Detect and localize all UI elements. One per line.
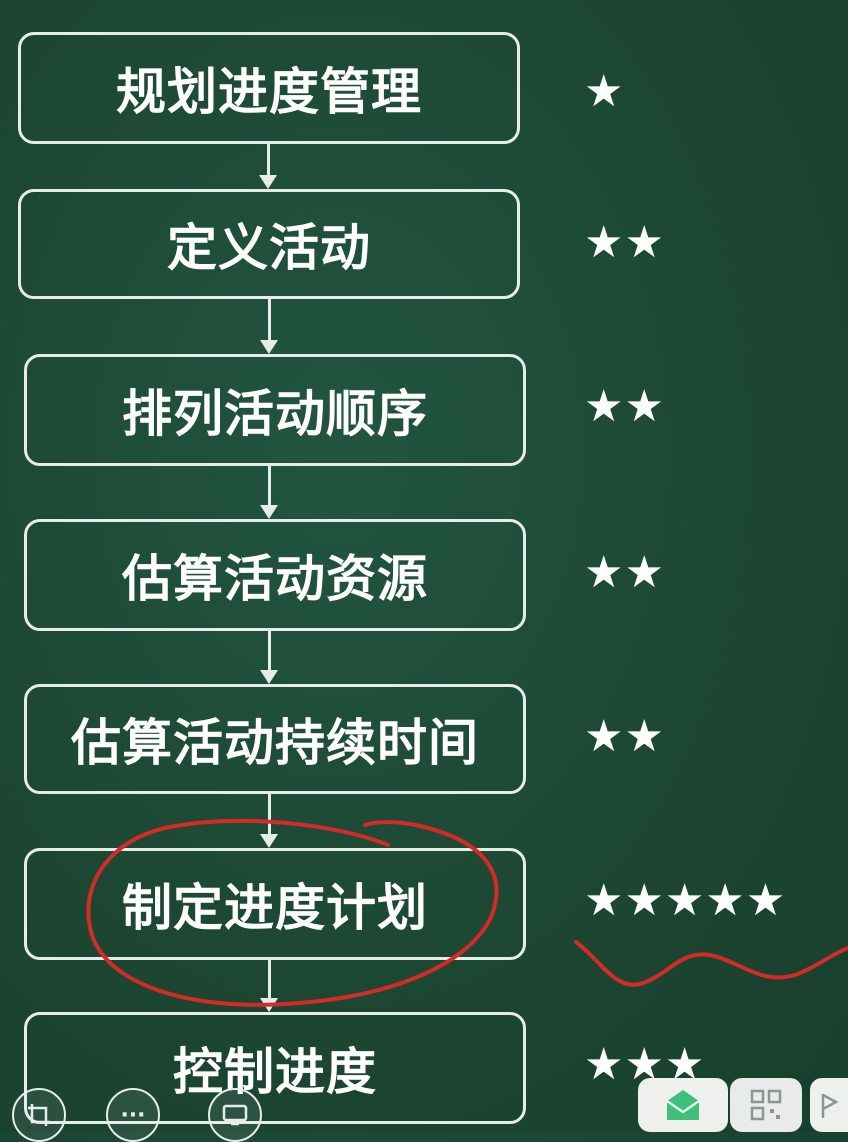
red-underline-annotation: [574, 940, 848, 987]
step-box-estimate-resources: 估算活动资源: [24, 519, 526, 631]
flag-button[interactable]: [810, 1078, 848, 1132]
more-icon: ···: [120, 1102, 146, 1128]
step-label: 定义活动: [167, 219, 371, 277]
arrow-down-icon: [260, 834, 278, 848]
star-rating: ★★: [584, 711, 665, 762]
star-rating: ★★: [584, 547, 665, 598]
step-box-sequence-activities: 排列活动顺序: [24, 354, 526, 466]
star-rating: ★: [584, 66, 625, 117]
arrow-down-icon: [260, 505, 278, 519]
connector-line: [268, 960, 271, 999]
more-button[interactable]: ···: [106, 1088, 160, 1142]
arrow-down-icon: [259, 175, 277, 189]
star-rating: ★★: [584, 217, 665, 268]
screen-button[interactable]: [208, 1088, 262, 1142]
star-rating: ★★: [584, 381, 665, 432]
step-label: 制定进度计划: [122, 879, 428, 937]
connector-line: [268, 299, 271, 341]
connector-line: [268, 794, 271, 835]
step-box-estimate-durations: 估算活动持续时间: [24, 684, 526, 794]
envelope-icon: [666, 1090, 700, 1120]
connector-line: [267, 144, 270, 176]
step-box-define-activities: 定义活动: [18, 189, 520, 299]
arrow-down-icon: [260, 340, 278, 354]
step-box-control-schedule: 控制进度: [24, 1012, 526, 1124]
crop-icon: [28, 1104, 50, 1126]
qrcode-button[interactable]: [730, 1078, 802, 1132]
red-circle-annotation: [86, 818, 499, 1007]
step-box-plan-schedule: 规划进度管理: [18, 32, 520, 144]
step-label: 估算活动资源: [122, 550, 428, 608]
step-label: 规划进度管理: [116, 63, 422, 121]
screen-icon: [222, 1104, 248, 1126]
step-label: 估算活动持续时间: [71, 714, 479, 772]
arrow-down-icon: [260, 670, 278, 684]
step-label: 控制进度: [173, 1043, 377, 1101]
step-box-develop-schedule: 制定进度计划: [24, 848, 526, 960]
connector-line: [268, 631, 271, 671]
crop-button[interactable]: [12, 1088, 66, 1142]
connector-line: [268, 466, 271, 506]
flag-icon: [821, 1093, 839, 1118]
star-rating: ★★★★★: [584, 875, 787, 926]
qrcode-icon: [750, 1089, 782, 1121]
step-label: 排列活动顺序: [122, 385, 428, 443]
envelope-button[interactable]: [638, 1078, 728, 1132]
